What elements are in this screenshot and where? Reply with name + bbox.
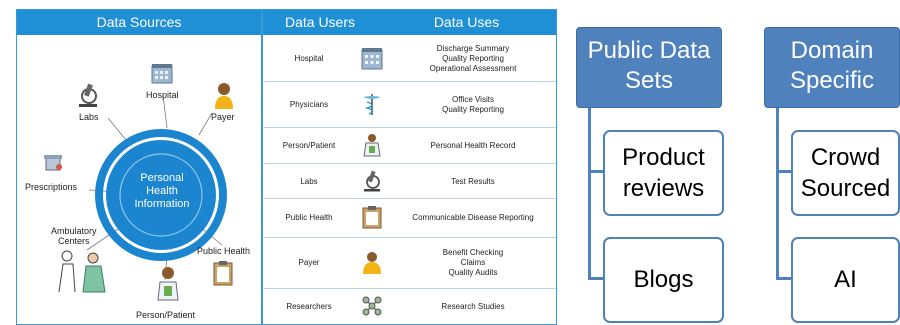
blogs-node: Blogs bbox=[603, 237, 724, 323]
table-row: Researchers Research Studies bbox=[264, 289, 556, 324]
caduceus-icon bbox=[363, 94, 381, 115]
use-line: Quality Reporting bbox=[442, 54, 504, 63]
clipboard-icon bbox=[362, 206, 382, 229]
use-line: Quality Audits bbox=[448, 268, 498, 277]
patient-icon bbox=[363, 134, 381, 157]
crowd-sourced-line-2: Sourced bbox=[800, 175, 891, 202]
hospital-icon bbox=[361, 48, 383, 70]
source-prescriptions-label: Prescriptions bbox=[25, 182, 78, 192]
ambulatory-line-1: Ambulatory bbox=[51, 226, 97, 236]
row-uses: Research Studies bbox=[392, 302, 554, 312]
source-hospital-label: Hospital bbox=[146, 90, 179, 100]
table-row: Physicians Office Visits Quality Reporti… bbox=[264, 82, 556, 128]
ambulatory-line-2: Centers bbox=[58, 236, 90, 246]
table-row: Hospital Discharge Summary Quality Repor… bbox=[264, 37, 556, 82]
microscope-icon bbox=[79, 83, 97, 107]
row-uses: Benefit Checking Claims Quality Audits bbox=[392, 248, 554, 278]
ai-node: AI bbox=[791, 237, 900, 323]
use-line: Claims bbox=[460, 258, 486, 267]
domain-head-line-1: Domain bbox=[790, 37, 874, 64]
public-data-sets-node: Public Data Sets bbox=[576, 27, 722, 108]
product-reviews-line-1: Product bbox=[622, 144, 705, 171]
use-line: Research Studies bbox=[441, 302, 505, 311]
domain-head-line-2: Specific bbox=[789, 67, 875, 94]
row-user: Public Health bbox=[285, 213, 333, 222]
prescription-icon bbox=[44, 155, 62, 171]
row-uses: Communicable Disease Reporting bbox=[392, 213, 554, 223]
row-uses: Test Results bbox=[392, 177, 554, 187]
row-user: Physicians bbox=[289, 100, 329, 109]
crowd-sourced-line-1: Crowd bbox=[810, 144, 881, 171]
hospital-building-icon bbox=[151, 64, 173, 84]
table-row: Person/Patient Personal Health Record bbox=[264, 128, 556, 164]
hub-center-label: Personal Health Information bbox=[134, 172, 190, 211]
molecule-icon bbox=[362, 296, 382, 316]
row-user: Payer bbox=[298, 258, 320, 267]
public-tree-trunk bbox=[588, 108, 591, 279]
product-reviews-line-2: reviews bbox=[622, 175, 705, 202]
data-uses-header: Data Uses bbox=[377, 10, 556, 35]
column-divider bbox=[261, 10, 263, 324]
use-line: Communicable Disease Reporting bbox=[412, 213, 534, 222]
row-user: Hospital bbox=[294, 54, 324, 63]
source-payer-label: Payer bbox=[211, 112, 235, 122]
center-line-1: Personal bbox=[140, 172, 184, 184]
microscope-icon bbox=[364, 170, 380, 192]
person-patient-icon bbox=[157, 267, 179, 301]
public-head-line-1: Public Data bbox=[587, 37, 711, 64]
use-line: Operational Assessment bbox=[429, 64, 517, 73]
domain-tree-trunk bbox=[776, 108, 779, 279]
product-reviews-node: Product reviews bbox=[603, 130, 724, 216]
personal-health-information-circle bbox=[106, 140, 216, 250]
data-users-header: Data Users bbox=[263, 10, 377, 35]
center-line-3: Information bbox=[134, 198, 190, 210]
use-line: Discharge Summary bbox=[436, 44, 510, 53]
use-line: Benefit Checking bbox=[442, 248, 504, 257]
domain-tree-branch-1 bbox=[776, 170, 792, 173]
data-sources-header: Data Sources bbox=[17, 10, 261, 35]
row-uses: Office Visits Quality Reporting bbox=[392, 95, 554, 115]
domain-specific-node: Domain Specific bbox=[764, 27, 900, 108]
public-health-clipboard-icon bbox=[213, 261, 233, 286]
payer-person-icon bbox=[215, 83, 233, 109]
source-person-patient-label: Person/Patient bbox=[136, 310, 196, 320]
source-labs-label: Labs bbox=[79, 112, 99, 122]
public-tree-branch-1 bbox=[588, 170, 604, 173]
domain-tree-branch-2 bbox=[776, 277, 792, 280]
row-uses: Personal Health Record bbox=[392, 141, 554, 151]
use-line: Quality Reporting bbox=[442, 105, 504, 114]
ambulatory-care-icon bbox=[58, 250, 106, 293]
public-tree-branch-2 bbox=[588, 277, 604, 280]
table-row: Public Health Communicable Disease Repor… bbox=[264, 199, 556, 238]
row-user: Researchers bbox=[286, 302, 332, 311]
row-uses: Discharge Summary Quality Reporting Oper… bbox=[392, 44, 554, 74]
use-line: Test Results bbox=[451, 177, 495, 186]
row-user: Labs bbox=[300, 177, 318, 186]
source-ambulatory-label: Ambulatory Centers bbox=[51, 226, 97, 246]
row-user: Person/Patient bbox=[282, 141, 336, 150]
source-public-health-label: Public Health bbox=[197, 246, 251, 256]
health-data-infographic: Data Sources Data Users Data Uses Person… bbox=[16, 9, 557, 325]
table-row: Payer Benefit Checking Claims Quality Au… bbox=[264, 238, 556, 289]
hub-diagram bbox=[86, 94, 227, 281]
center-line-2: Health bbox=[146, 185, 178, 197]
payer-person-icon bbox=[363, 252, 381, 274]
table-row: Labs Test Results bbox=[264, 164, 556, 199]
crowd-sourced-node: Crowd Sourced bbox=[791, 130, 900, 216]
public-head-line-2: Sets bbox=[624, 67, 674, 94]
use-line: Office Visits bbox=[452, 95, 494, 104]
use-line: Personal Health Record bbox=[430, 141, 516, 150]
